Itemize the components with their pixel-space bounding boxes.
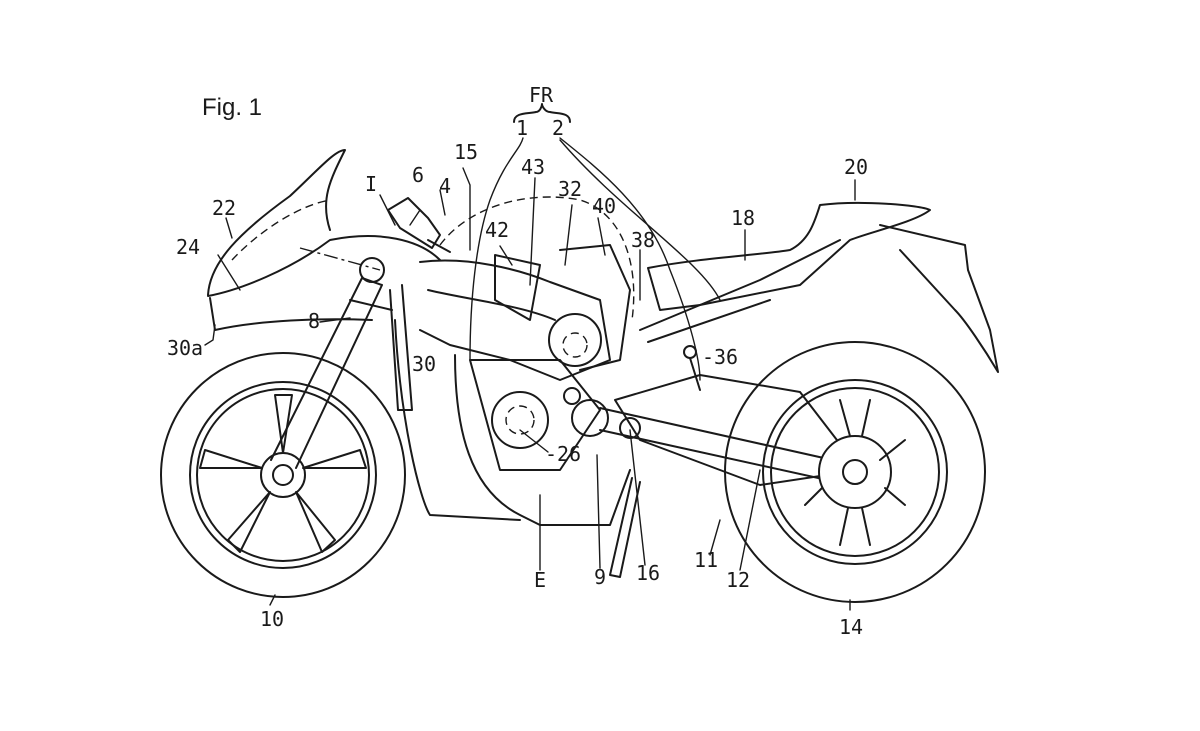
fr-brace	[513, 103, 571, 123]
label-22: 22	[211, 196, 237, 220]
label-2: 2	[551, 116, 565, 140]
label-18: 18	[730, 206, 756, 230]
label-1: 1	[515, 116, 529, 140]
label-6: 6	[411, 163, 425, 187]
label-8: 8	[307, 309, 321, 333]
label-20: 20	[843, 155, 869, 179]
label-36: -36	[701, 345, 739, 369]
front-fork	[270, 257, 413, 469]
label-24: 24	[175, 235, 201, 259]
label-40: 40	[591, 194, 617, 218]
front-fairing	[207, 149, 441, 331]
label-9: 9	[593, 565, 607, 589]
label-38: 38	[630, 228, 656, 252]
label-32: 32	[557, 177, 583, 201]
leader-lines	[204, 137, 856, 611]
handlebar	[387, 197, 451, 253]
label-4: 4	[438, 174, 452, 198]
figure-title: Fig. 1	[202, 94, 263, 121]
label-11: 11	[693, 548, 719, 572]
label-30a: 30a	[166, 336, 204, 360]
label-42: 42	[484, 218, 510, 242]
rear-wheel	[724, 341, 986, 603]
label-fr: FR	[528, 83, 554, 107]
label-e: E	[533, 568, 547, 592]
label-14: 14	[838, 615, 864, 639]
label-30: 30	[411, 352, 437, 376]
side-stand	[609, 477, 641, 578]
label-i: I	[364, 172, 378, 196]
label-26: -26	[544, 442, 582, 466]
label-10: 10	[259, 607, 285, 631]
engine	[491, 244, 631, 449]
label-43: 43	[520, 155, 546, 179]
seat-and-tail	[639, 201, 999, 373]
frame-and-tank	[394, 196, 635, 526]
front-wheel	[160, 352, 406, 598]
label-12: 12	[725, 568, 751, 592]
label-16: 16	[635, 561, 661, 585]
label-15: 15	[453, 140, 479, 164]
